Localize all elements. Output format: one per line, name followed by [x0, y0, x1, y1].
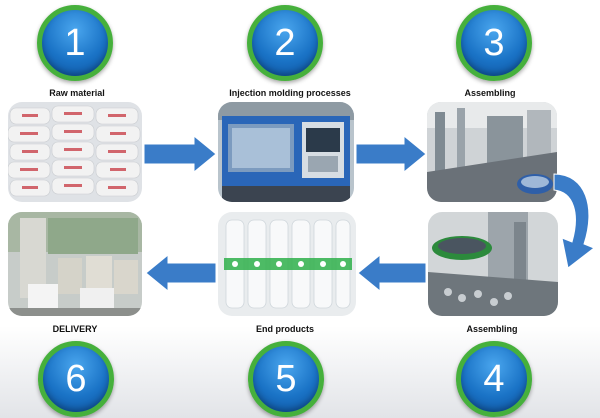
- assembling-line-photo-top: [427, 102, 557, 202]
- step-4-label: Assembling: [466, 324, 518, 334]
- step-3-number: 3: [456, 5, 532, 81]
- arrow-step4-to-step5: [358, 255, 426, 291]
- step-1-label: Raw material: [49, 88, 105, 98]
- step-3-label: Assembling: [464, 88, 516, 98]
- step-1-number: 1: [37, 5, 113, 81]
- delivery-photo: [8, 212, 142, 316]
- step-2-number: 2: [247, 5, 323, 81]
- injection-machine-photo: [218, 102, 354, 202]
- step-6-label: DELIVERY: [52, 324, 98, 334]
- arrow-step3-to-step4: [548, 168, 600, 272]
- step-4-number: 4: [456, 341, 532, 417]
- step-5-number: 5: [248, 341, 324, 417]
- arrow-step5-to-step6: [146, 255, 216, 291]
- step-6-number: 6: [38, 341, 114, 417]
- step-2-label: Injection molding processes: [229, 88, 351, 98]
- end-products-photo: [218, 212, 356, 316]
- assembling-machine-photo-bottom: [428, 212, 558, 316]
- arrow-step1-to-step2: [144, 136, 216, 172]
- step-5-label: End products: [256, 324, 314, 334]
- raw-material-photo: [8, 102, 142, 202]
- arrow-step2-to-step3: [356, 136, 426, 172]
